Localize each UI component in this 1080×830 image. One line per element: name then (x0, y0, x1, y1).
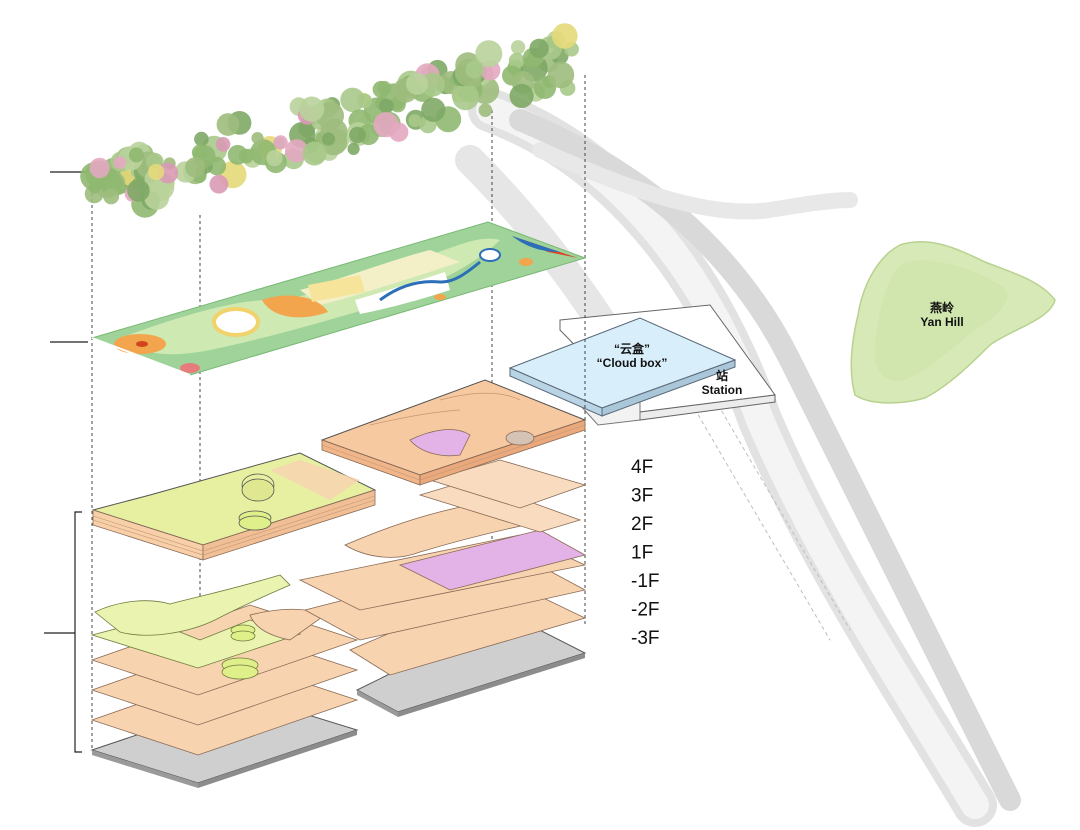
tree-icon (266, 150, 283, 167)
right-building-stack (298, 379, 587, 717)
floor-label: -1F (631, 571, 660, 592)
left-building-stack (90, 452, 377, 788)
tree-icon (194, 131, 209, 147)
tree-icon (408, 114, 422, 128)
tree-icon (509, 83, 534, 108)
yan-hill: 燕岭 Yan Hill (850, 241, 1056, 404)
tree-icon (357, 93, 373, 109)
floor-label: -2F (631, 600, 660, 621)
tree-canopy (80, 23, 579, 218)
station-building: “云盒” “Cloud box” 站 Station (508, 304, 776, 426)
tree-icon (144, 184, 170, 210)
tree-icon (251, 132, 264, 145)
tree-icon (298, 120, 316, 138)
park-plan (90, 221, 587, 376)
floor-label: 4F (631, 457, 653, 478)
tree-icon (421, 97, 446, 122)
cloud-box-label-cn: “云盒” (614, 341, 650, 356)
cloud-box-label-en: “Cloud box” (597, 356, 668, 370)
station-label-cn: 站 (716, 368, 728, 383)
orange-pond (262, 295, 328, 318)
tree-icon (216, 113, 240, 136)
tree-icon (475, 40, 503, 68)
tree-icon (89, 157, 110, 179)
station-label-en: Station (702, 383, 743, 397)
floor-labels: 4F 3F 2F 1F -1F -2F -3F (631, 457, 660, 649)
white-oval (212, 307, 260, 337)
tree-icon (148, 163, 165, 181)
tree-icon (406, 72, 428, 95)
tree-icon (128, 147, 144, 163)
tree-icon (127, 179, 150, 202)
floor-label: 3F (631, 486, 653, 507)
road-viaduct (455, 88, 1021, 827)
tree-icon (113, 156, 127, 170)
tree-icon (285, 139, 309, 163)
level-markers (44, 171, 88, 753)
tree-icon (529, 38, 549, 59)
yan-hill-label-en: Yan Hill (920, 315, 963, 329)
tree-icon (379, 98, 394, 114)
tree-icon (420, 72, 445, 97)
tree-icon (227, 144, 248, 165)
tree-icon (347, 142, 360, 155)
tree-icon (103, 188, 120, 205)
tree-icon (321, 132, 336, 146)
tree-icon (389, 122, 409, 142)
yan-hill-label-cn: 燕岭 (930, 300, 954, 315)
tree-icon (478, 103, 493, 117)
tree-icon (452, 83, 479, 111)
tree-icon (209, 174, 229, 194)
tree-icon (349, 126, 366, 144)
tree-icon (302, 141, 327, 166)
floor-label: 1F (631, 543, 653, 564)
tree-icon (508, 52, 525, 69)
tree-icon (465, 60, 484, 79)
tree-icon (340, 87, 365, 113)
tree-icon (547, 61, 575, 89)
tree-icon (299, 96, 325, 122)
tree-icon (185, 157, 206, 178)
floor-label: 2F (631, 514, 653, 535)
tree-icon (215, 137, 231, 152)
tree-icon (510, 40, 526, 55)
purple-atrium (398, 529, 587, 591)
tree-icon (552, 23, 578, 49)
tree-icon (273, 135, 288, 150)
floor-label: -3F (631, 628, 660, 649)
